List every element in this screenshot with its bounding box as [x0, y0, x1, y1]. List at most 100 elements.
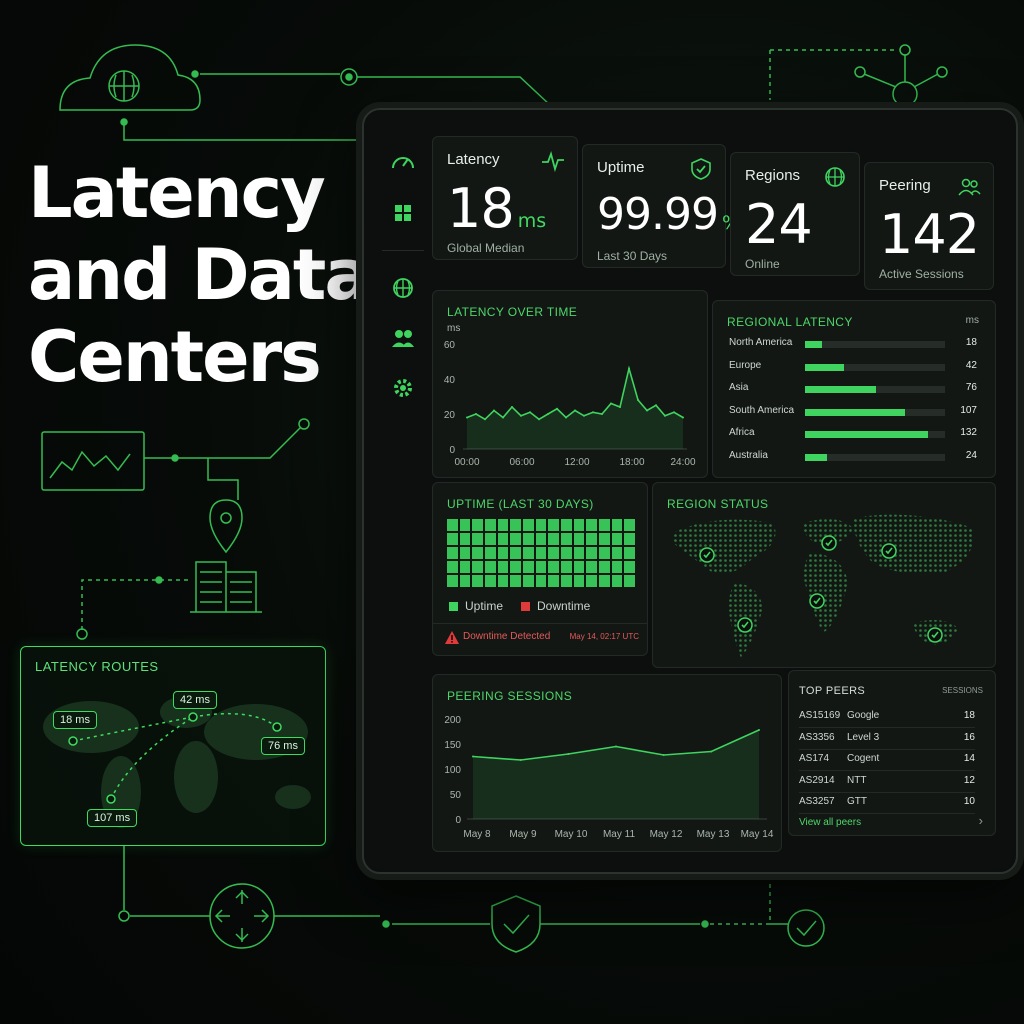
uptime-cell	[535, 519, 547, 531]
uptime-cell	[561, 575, 572, 587]
latency-point	[484, 418, 486, 421]
region-name: Europe	[729, 359, 762, 371]
kpi-value: 99.99%	[597, 189, 740, 240]
x-tick: 12:00	[564, 457, 589, 468]
uptime-cell	[459, 533, 471, 545]
uptime-cell	[459, 575, 471, 587]
peering-point	[519, 759, 522, 761]
y-tick: 60	[444, 340, 456, 351]
uptime-cell	[611, 519, 623, 531]
hero-line: and Data	[28, 234, 372, 316]
uptime-cell	[624, 575, 635, 587]
x-tick: May 11	[603, 829, 635, 840]
region-name: North America	[729, 337, 793, 348]
region-name: Asia	[729, 382, 749, 393]
globe-icon[interactable]	[390, 275, 416, 301]
uptime-cell	[472, 519, 483, 531]
peer-sessions: 12	[963, 774, 975, 786]
kpi-label: Regions	[745, 167, 801, 184]
x-tick: May 10	[555, 829, 588, 840]
uptime-grid	[447, 519, 635, 587]
peering-sessions-panel: PEERING SESSIONS 200 150 100 50 0 May 8 …	[432, 674, 782, 852]
region-value: 42	[965, 359, 977, 371]
uptime-cell	[523, 533, 534, 545]
uptime-cell	[573, 533, 585, 545]
grid-icon[interactable]	[390, 200, 416, 226]
x-tick: 18:00	[619, 457, 644, 468]
latency-point	[502, 416, 504, 419]
panel-title: UPTIME (LAST 30 DAYS)	[447, 497, 594, 511]
region-bar	[805, 408, 905, 416]
panel-title: LATENCY OVER TIME	[447, 305, 578, 319]
users-icon[interactable]	[390, 325, 416, 351]
uptime-cell	[523, 575, 534, 587]
latency-point	[655, 404, 657, 407]
x-tick: 06:00	[509, 457, 534, 468]
latency-point	[520, 414, 522, 417]
x-tick: 00:00	[454, 457, 479, 468]
unit-label: ms	[965, 315, 979, 326]
uptime-cell	[510, 561, 521, 573]
kpi-sub: Last 30 Days	[597, 249, 668, 263]
routes-title: LATENCY ROUTES	[35, 659, 159, 674]
uptime-cell	[573, 575, 585, 587]
hero-line: Latency	[28, 152, 326, 234]
y-tick: 100	[444, 765, 461, 776]
y-tick: 20	[444, 410, 456, 421]
latency-point	[646, 409, 648, 412]
uptime-cell	[485, 561, 496, 573]
uptime-cell	[523, 519, 534, 531]
uptime-cell	[497, 547, 509, 559]
uptime-cell	[548, 533, 559, 545]
region-bar-track	[805, 431, 945, 438]
chevron-right-icon[interactable]: ›	[978, 813, 983, 828]
uptime-cell	[586, 547, 597, 559]
settings-icon[interactable]	[390, 375, 416, 401]
uptime-cell	[472, 561, 483, 573]
latency-point	[475, 413, 477, 415]
sidebar-nav	[378, 150, 428, 425]
latency-point	[628, 367, 630, 370]
kpi-regions-card: Regions 24 Online	[730, 152, 860, 276]
users-icon	[958, 178, 981, 196]
kpi-uptime-card: Uptime 99.99% Last 30 Days	[582, 144, 740, 268]
region-value: 76	[965, 382, 977, 393]
kpi-value: 24	[745, 193, 813, 256]
uptime-cell	[497, 533, 509, 545]
peering-point	[662, 754, 665, 756]
uptime-cell	[510, 575, 521, 587]
uptime-cell	[523, 547, 534, 559]
peer-name: Google	[847, 710, 880, 721]
peering-point	[472, 755, 474, 758]
uptime-cell	[624, 519, 635, 531]
peer-name: Cogent	[847, 753, 880, 764]
uptime-cell	[497, 561, 509, 573]
view-all-peers-link[interactable]: View all peers	[799, 817, 862, 828]
sidebar-divider	[382, 250, 424, 251]
globe-icon	[825, 167, 845, 187]
region-bar-track	[805, 408, 945, 416]
x-tick: May 14	[741, 829, 774, 840]
uptime-cell	[548, 575, 559, 587]
shield-check-icon	[691, 158, 711, 180]
uptime-cell	[472, 575, 483, 587]
shield-check-icon	[491, 895, 541, 953]
peer-as: AS2914	[799, 774, 835, 786]
y-tick: 0	[455, 815, 461, 826]
pulse-icon	[542, 151, 564, 173]
region-name: Africa	[729, 427, 755, 438]
gauge-icon[interactable]	[390, 150, 416, 176]
uptime-cell	[624, 547, 635, 559]
uptime-cell	[561, 561, 572, 573]
uptime-cell	[548, 519, 559, 531]
uptime-cell	[599, 519, 610, 531]
